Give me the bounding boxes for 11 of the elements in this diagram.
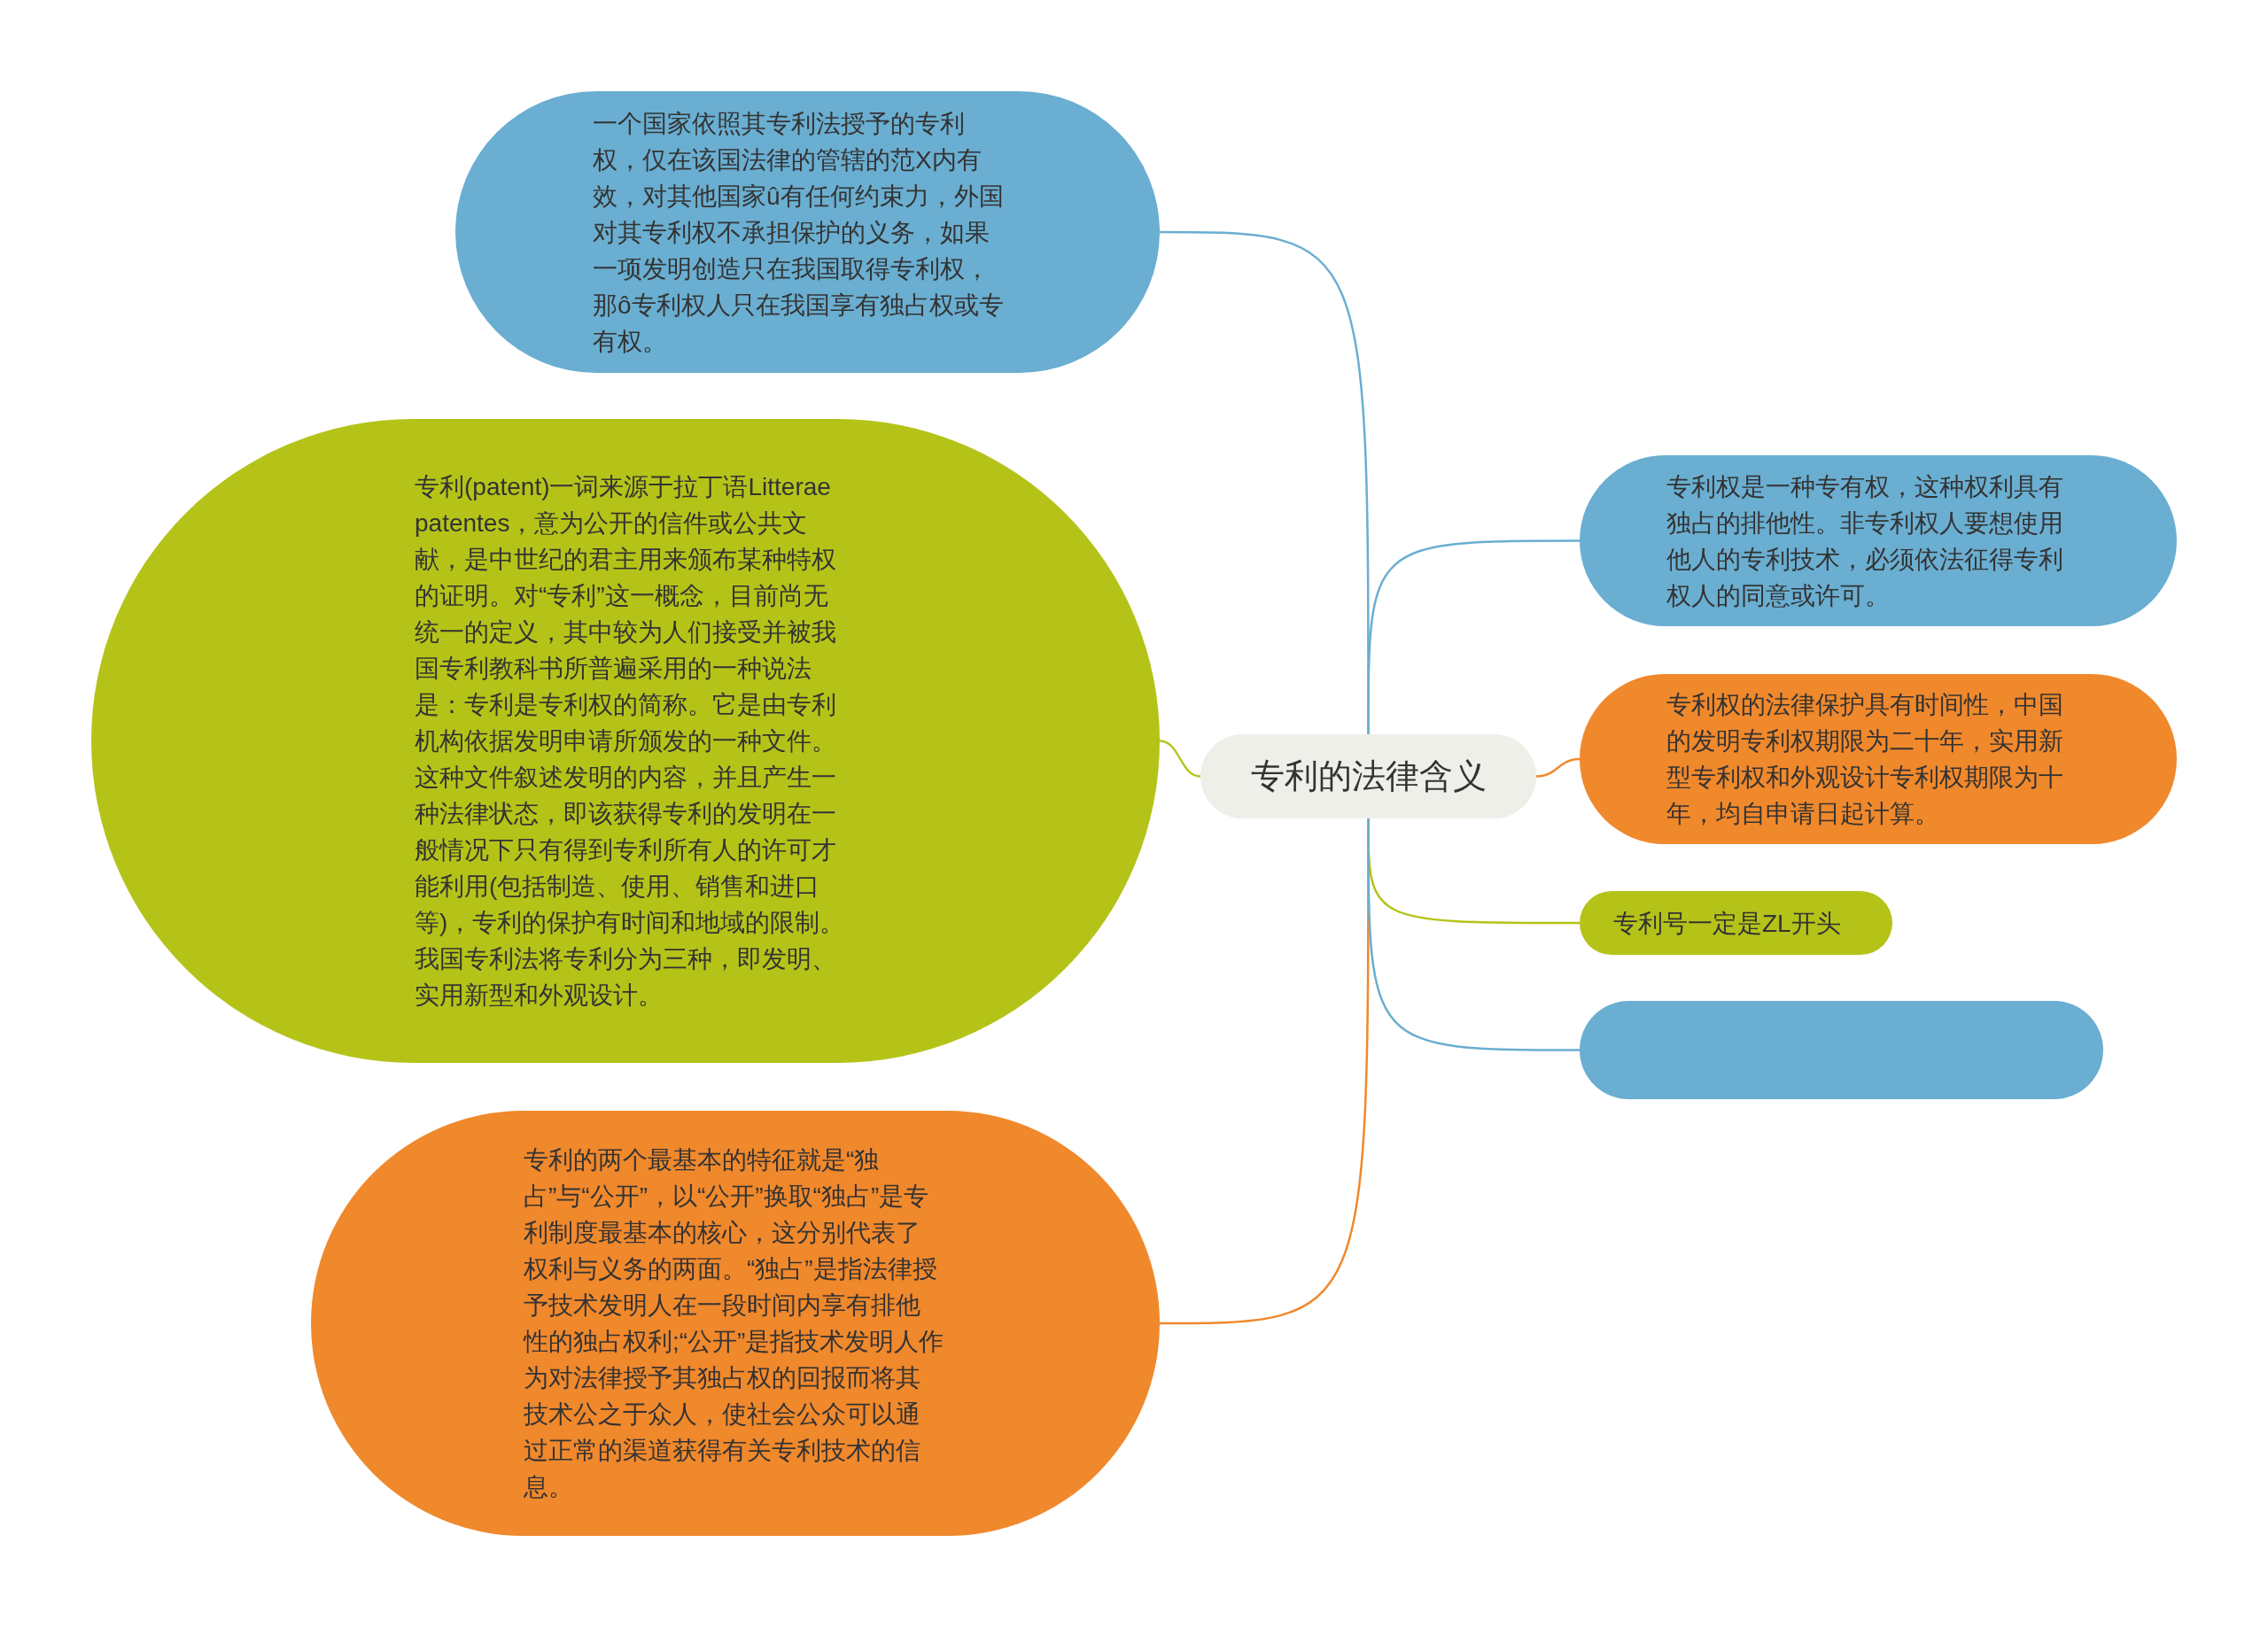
connector-line (1367, 539, 1580, 734)
connector-line (1159, 740, 1201, 778)
node-text: 专利的法律含义 (1250, 756, 1487, 796)
connector-line (1367, 818, 1580, 1051)
node-text: 一个国家依照其专利法授予的专利权，仅在该国法律的管辖的范X内有效，对其他国家û有任何约束力，外国对其专利权不承担保护的义务，如果一项发明创造只在我国取得专利权，那ô专利权人只在我国享有独占权或专有权。 (593, 108, 1005, 357)
node-text: 专利权是一种专有权，这种权利具有独占的排他性。非专利权人要想使用他人的专利技术，必须依法征得专利权人的同意或许可。 (1666, 471, 2064, 611)
node-text: 专利的两个最基本的特征就是“独占”与“公开”，以“公开”换取“独占”是专利制度最基本的核心，这分别代表了权利与义务的两面。“独占”是指法律授予技术发明人在一段时间内享有排他性的独占权利;“公开”是指技术发明人作为对法律授予其独占权的回报而将其技术公之于众人，使社会公众可以通过正常的渠道获得有关专利技术的信息。 (524, 1145, 944, 1502)
node-text: 专利权的法律保护具有时间性，中国的发明专利权期限为二十年，实用新型专利权和外观设计专利权期限为十年，均自申请日起计算。 (1666, 690, 2064, 829)
node-text: 专利(patent)一词来源于拉丁语Litterae patentes，意为公开的信件或公共文献，是中世纪的君主用来颁布某种特权的证明。对“专利”这一概念，目前尚无统一的定义，其中较为人们接受并被我国专利教科书所普遍采用的一种说法是：专利是专利权的简称。它是由专利机构依据发明申请所颁发的一种文件。这种文件叙述发明的内容，并且产生一种法律状态，即该获得专利的发明在一般情况下只有得到专利所有人的许可才能利用(包括制造、使用、销售和进口等)，专利的保护有时间和地域的限制。我国专利法将专利分为三种，即发明、实用新型和外观设计。 (415, 472, 846, 1011)
node-text: 专利号一定是ZL开头 (1613, 908, 1842, 939)
connector-line (1535, 757, 1581, 778)
